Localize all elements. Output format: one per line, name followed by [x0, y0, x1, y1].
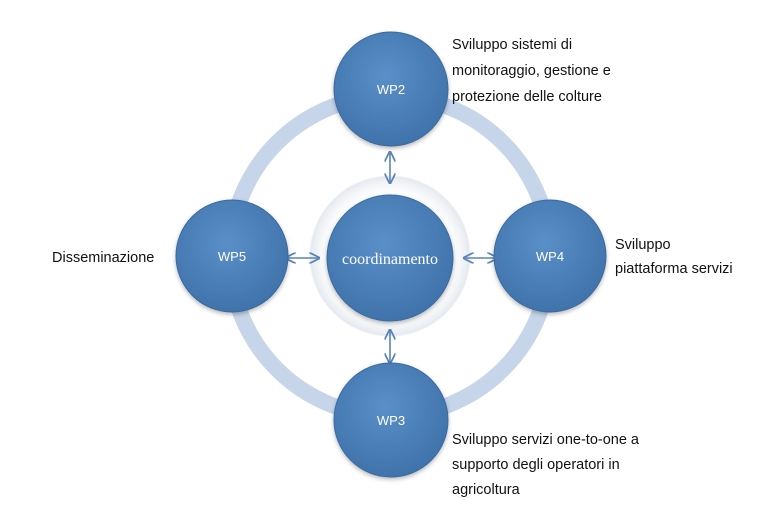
node-wp5-label: WP5 [218, 249, 246, 264]
wp2-description: Sviluppo sistemi di monitoraggio, gestio… [452, 37, 615, 105]
node-center-label: coordinamento [342, 251, 438, 268]
wp5-description: Disseminazione [52, 250, 154, 266]
wp4-description: Sviluppo piattaforma servizi [615, 237, 733, 277]
node-wp4-label: WP4 [536, 249, 564, 264]
node-wp2-label: WP2 [377, 82, 405, 97]
node-wp3: WP3 [333, 362, 449, 478]
node-center: coordinamento [326, 194, 454, 322]
node-wp2: WP2 [333, 31, 449, 147]
node-wp5: WP5 [175, 199, 289, 313]
wp3-description: Sviluppo servizi one-to-one a supporto d… [452, 432, 643, 498]
node-wp4: WP4 [493, 199, 607, 313]
node-wp3-label: WP3 [377, 413, 405, 428]
